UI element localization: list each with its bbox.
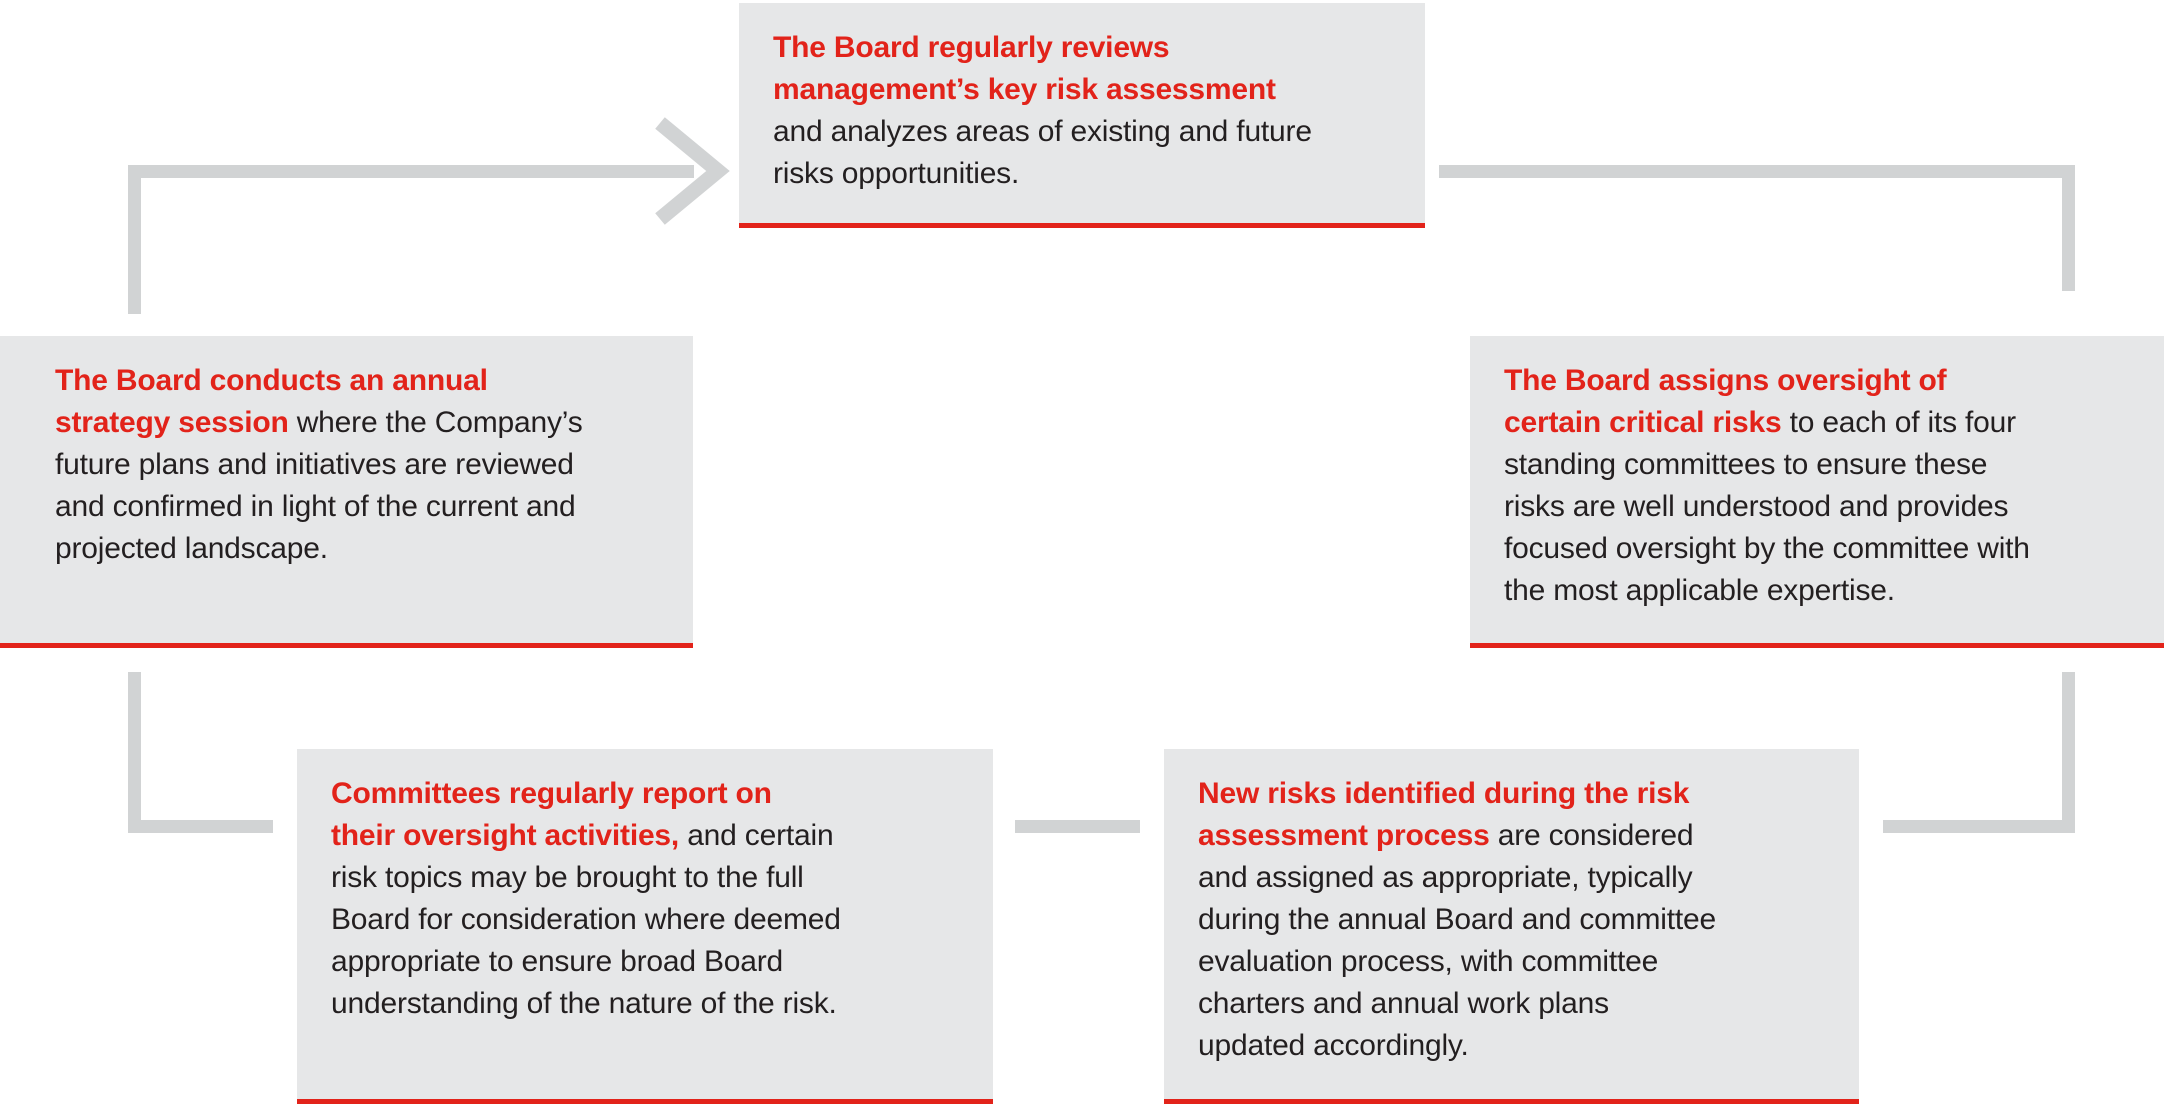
- box-body-text: during the annual Board and committee: [1198, 903, 1716, 936]
- box-text: The Board regularly reviews management’s …: [739, 3, 1425, 195]
- box-lead-text: The Board assigns oversight of: [1504, 364, 1947, 397]
- box-body-text: to each of its four: [1781, 406, 2017, 439]
- box-board-assigns-oversight: The Board assigns oversight of certain cr…: [1470, 336, 2164, 648]
- box-body-text: evaluation process, with committee: [1198, 945, 1659, 978]
- box-body-text: and analyzes areas of existing and futur…: [773, 115, 1312, 148]
- connector-right-vertical-top: [2062, 165, 2075, 291]
- box-body-text: are considered: [1489, 819, 1694, 852]
- box-lead-text: certain critical risks: [1504, 406, 1782, 439]
- box-body-text: appropriate to ensure broad Board: [331, 945, 784, 978]
- box-text: The Board assigns oversight of certain cr…: [1470, 336, 2164, 612]
- connector-right-vertical-bottom: [2062, 672, 2075, 833]
- box-annual-strategy-session: The Board conducts an annual strategy ses…: [0, 336, 693, 648]
- connector-bottom-right-horizontal: [1883, 820, 2075, 833]
- box-body-text: charters and annual work plans: [1198, 987, 1609, 1020]
- box-text: Committees regularly report on their over…: [297, 749, 993, 1025]
- box-lead-text: management’s key risk assessment: [773, 73, 1276, 106]
- connector-bottom-middle-horizontal: [1015, 820, 1140, 833]
- connector-left-vertical-bottom: [128, 672, 141, 833]
- box-body-text: and confirmed in light of the current an…: [55, 490, 576, 523]
- connector-top-right-horizontal: [1439, 165, 2075, 178]
- box-body-text: future plans and initiatives are reviewe…: [55, 448, 574, 481]
- box-lead-text: strategy session: [55, 406, 289, 439]
- connector-top-left-horizontal: [128, 165, 694, 178]
- box-lead-text: their oversight activities,: [331, 819, 680, 852]
- box-body-text: understanding of the nature of the risk.: [331, 987, 837, 1020]
- box-lead-text: The Board conducts an annual: [55, 364, 488, 397]
- box-lead-text: New risks identified during the risk: [1198, 777, 1690, 810]
- box-lead-text: assessment process: [1198, 819, 1490, 852]
- box-text: New risks identified during the risk asse…: [1164, 749, 1859, 1067]
- connector-left-vertical-top: [128, 165, 141, 314]
- box-body-text: Board for consideration where deemed: [331, 903, 841, 936]
- box-text: The Board conducts an annual strategy ses…: [0, 336, 693, 570]
- box-body-text: the most applicable expertise.: [1504, 574, 1895, 607]
- box-lead-text: Committees regularly report on: [331, 777, 772, 810]
- box-body-text: where the Company’s: [288, 406, 583, 439]
- box-body-text: and certain: [679, 819, 834, 852]
- box-body-text: risks opportunities.: [773, 157, 1020, 190]
- box-board-reviews-risk-assessment: The Board regularly reviews management’s …: [739, 3, 1425, 228]
- box-new-risks-identified: New risks identified during the risk asse…: [1164, 749, 1859, 1104]
- box-body-text: projected landscape.: [55, 532, 328, 565]
- arrowhead-right-icon: [655, 117, 730, 225]
- box-body-text: and assigned as appropriate, typically: [1198, 861, 1693, 894]
- box-body-text: updated accordingly.: [1198, 1029, 1469, 1062]
- box-body-text: focused oversight by the committee with: [1504, 532, 2030, 565]
- connector-bottom-left-horizontal: [128, 820, 273, 833]
- box-body-text: risk topics may be brought to the full: [331, 861, 804, 894]
- box-committees-report: Committees regularly report on their over…: [297, 749, 993, 1104]
- box-body-text: standing committees to ensure these: [1504, 448, 1988, 481]
- box-body-text: risks are well understood and provides: [1504, 490, 2009, 523]
- box-lead-text: The Board regularly reviews: [773, 31, 1170, 64]
